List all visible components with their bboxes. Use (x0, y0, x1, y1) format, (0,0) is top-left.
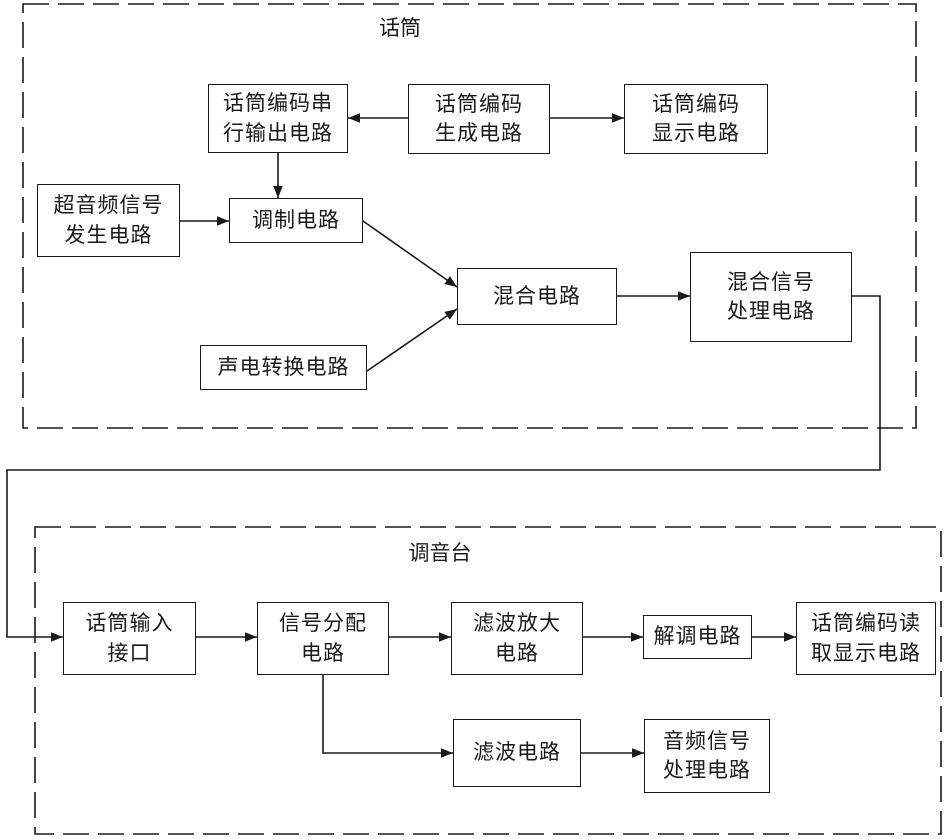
arrow-modulation-to-mixing (363, 221, 457, 287)
filter-block: 滤波电路 (453, 719, 581, 787)
mixed-signal-processing-label: 混合信号 处理电路 (727, 268, 815, 327)
ultrasonic-generator-label: 超音频信号 发生电路 (54, 191, 164, 250)
mic-code-serial-output-block: 话筒编码串 行输出电路 (208, 84, 348, 153)
demodulation-label: 解调电路 (654, 622, 742, 651)
mic-input-interface-block: 话筒输入 接口 (63, 602, 196, 675)
signal-distribution-label: 信号分配 电路 (279, 609, 367, 668)
arrow-acoustic-to-mixing (367, 309, 457, 371)
mic-input-interface-label: 话筒输入 接口 (86, 609, 174, 668)
demodulation-block: 解调电路 (643, 615, 752, 659)
acoustic-electric-block: 声电转换电路 (200, 345, 367, 390)
mixing-block: 混合电路 (457, 268, 617, 325)
link-mixproc-to-console-input (7, 296, 880, 637)
mic-code-display-label: 话筒编码 显示电路 (652, 90, 740, 149)
mixed-signal-processing-block: 混合信号 处理电路 (690, 252, 852, 342)
mic-code-display-block: 话筒编码 显示电路 (624, 84, 768, 154)
filter-amplifier-block: 滤波放大 电路 (451, 602, 583, 675)
console-group-label: 调音台 (409, 543, 472, 564)
mixing-label: 混合电路 (493, 282, 581, 311)
mic-code-read-display-label: 话筒编码读 取显示电路 (811, 609, 921, 668)
audio-signal-processing-label: 音频信号 处理电路 (663, 727, 751, 786)
acoustic-electric-label: 声电转换电路 (218, 353, 350, 382)
modulation-label: 调制电路 (252, 206, 340, 235)
mic-group-label: 话筒 (379, 18, 421, 39)
console-group-border (35, 527, 941, 834)
mic-code-serial-output-label: 话筒编码串 行输出电路 (223, 89, 333, 148)
audio-signal-processing-block: 音频信号 处理电路 (644, 719, 770, 793)
mic-code-generator-label: 话筒编码 生成电路 (435, 90, 523, 149)
signal-distribution-block: 信号分配 电路 (257, 602, 389, 675)
arrow-distribution-to-filter (323, 675, 453, 753)
filter-amplifier-label: 滤波放大 电路 (473, 609, 561, 668)
mic-code-read-display-block: 话筒编码读 取显示电路 (796, 602, 936, 675)
filter-label: 滤波电路 (473, 738, 561, 767)
modulation-block: 调制电路 (229, 198, 363, 243)
mic-code-generator-block: 话筒编码 生成电路 (408, 84, 550, 154)
ultrasonic-generator-block: 超音频信号 发生电路 (37, 184, 180, 257)
